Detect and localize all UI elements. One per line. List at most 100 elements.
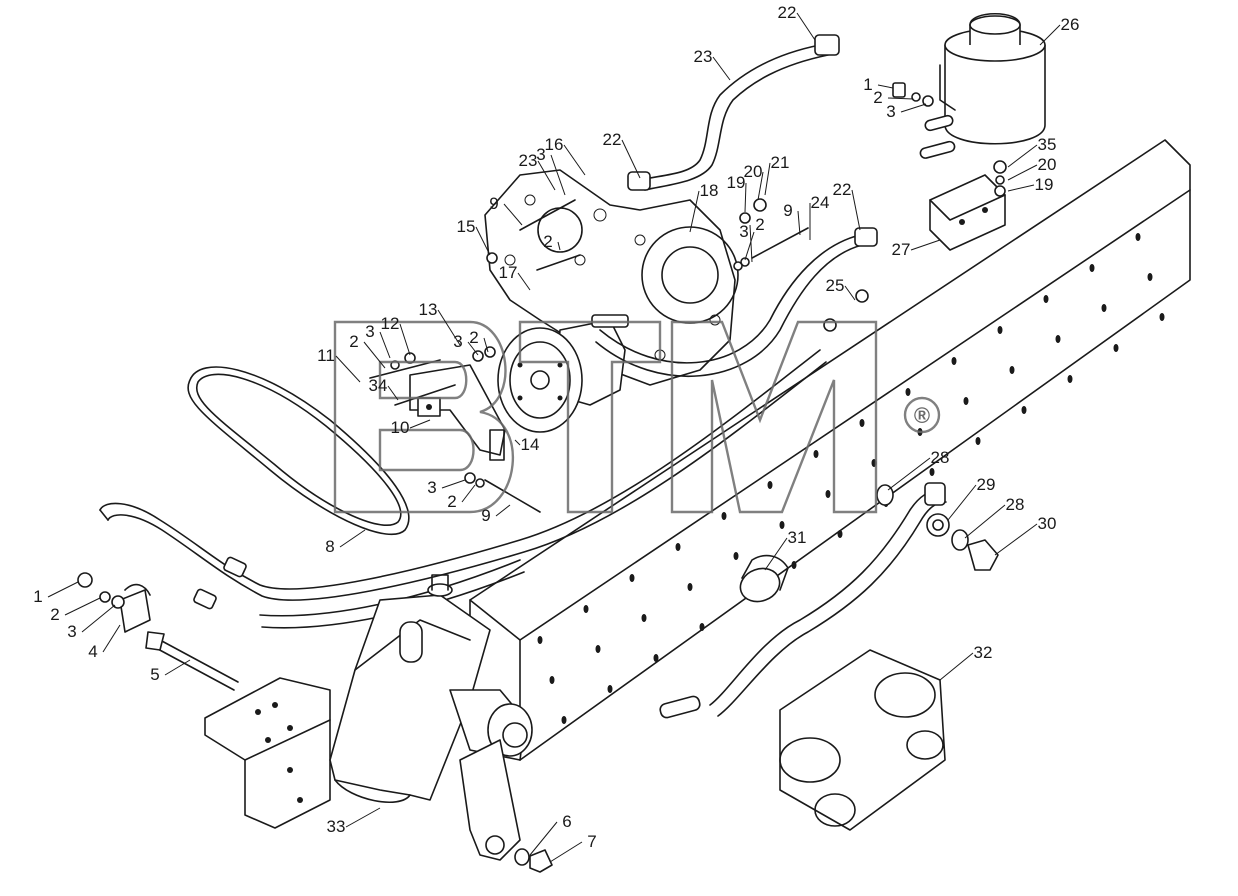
callout-c30: 30 [1038,514,1057,533]
watermark-logo: ® [333,320,941,514]
leader-c14 [514,439,521,446]
callout-c23: 23 [694,47,713,66]
rail-hole [549,676,555,684]
leader-c23b [537,160,556,191]
leader-c2f [461,484,476,503]
leader-c2e [363,341,386,369]
rail-hole [1055,335,1061,343]
callout-c12: 12 [381,314,400,333]
callout-c22a: 22 [778,3,797,22]
leader-c3c [744,231,755,261]
callout-c1b: 1 [33,587,42,606]
callout-c28a: 28 [931,448,950,467]
callout-c2f: 2 [447,492,456,511]
callout-c9b: 9 [783,201,792,220]
fluid-reservoir [919,13,1046,159]
rail-hole [1135,233,1141,241]
callout-c7: 7 [587,832,596,851]
leader-c8 [339,529,366,548]
callout-c21: 21 [771,153,790,172]
leader-c33 [345,807,381,828]
rail-hole [791,561,797,569]
leader-c4 [102,624,121,653]
callout-c2a: 2 [873,88,882,107]
callout-c28b: 28 [1006,495,1025,514]
leader-c18 [689,190,700,233]
leader-c3e [379,331,391,359]
rail-hole [1067,375,1073,383]
rail-hole [675,543,681,551]
callout-c14: 14 [521,435,540,454]
leader-c10 [409,419,431,429]
leader-c12 [399,323,411,356]
rail-hole [997,326,1003,334]
leader-c20a [757,171,764,201]
reservoir-bracket [929,174,1006,251]
rail-hole [629,574,635,582]
leader-c11 [335,355,361,383]
leader-c1a [877,84,894,89]
long-bolt-5 [145,631,239,691]
bolt-1-lower [77,572,93,588]
leader-c22a [796,12,816,41]
leader-c3a [900,103,927,113]
callout-c3g: 3 [67,622,76,641]
leader-c5 [164,659,191,676]
leader-c19b [1007,184,1035,192]
callout-c19b: 19 [1035,175,1054,194]
callout-c8: 8 [325,537,334,556]
rail-hole [583,605,589,613]
rail-hole [537,636,543,644]
rail-hole [859,419,865,427]
callout-c10: 10 [391,418,410,437]
pitman-arm [459,739,521,861]
callout-c13: 13 [419,300,438,319]
hose-24 [595,227,878,378]
callout-c4: 4 [88,642,97,661]
callout-c2g: 2 [50,605,59,624]
rail-hole [779,521,785,529]
leader-c31 [764,537,788,571]
callout-c3e: 3 [365,322,374,341]
callout-c31: 31 [788,528,807,547]
leader-c3f [441,479,466,489]
callout-c24: 24 [811,193,830,212]
steering-gear [329,574,533,803]
rail-hole [607,685,613,693]
callout-c23b: 23 [519,151,538,170]
callout-c3d: 3 [453,332,462,351]
spring-bracket [779,649,946,831]
leader-c17 [517,272,531,291]
banjo-fitting [926,513,950,537]
callout-c19a: 19 [727,173,746,192]
banjo-bolt [967,539,999,571]
callout-c20a: 20 [744,162,763,181]
rail-hole [767,481,773,489]
power-steering-pump [497,314,629,433]
drive-belt [187,366,410,535]
leader-c9c [495,504,511,517]
leader-lines [47,12,1061,863]
rail-hole [825,490,831,498]
rail-hole [1159,313,1165,321]
rail-hole [653,654,659,662]
rail-hole [641,614,647,622]
leader-c26 [1039,24,1061,46]
rail-hole [1009,366,1015,374]
leader-c3b [550,154,566,196]
rail-hole [1113,344,1119,352]
callout-c17: 17 [499,263,518,282]
rail-hole [733,552,739,560]
rail-hole [813,450,819,458]
rail-hole [1021,406,1027,414]
rail-hole [1089,264,1095,272]
callout-c18: 18 [700,181,719,200]
leader-c2a [887,97,914,100]
leader-c28b [964,504,1006,539]
leader-c1b [47,581,79,598]
leader-c21 [764,162,771,196]
callout-c15: 15 [457,217,476,236]
callout-c2e: 2 [349,332,358,351]
